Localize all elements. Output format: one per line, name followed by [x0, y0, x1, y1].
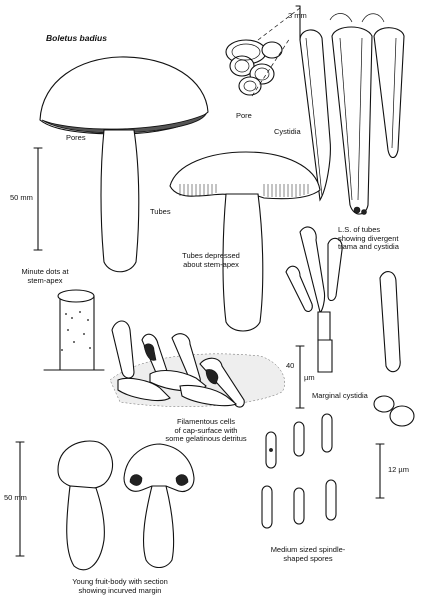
label-40-unit: µm	[304, 373, 315, 382]
spores	[261, 413, 337, 529]
label-young-fruit-body: Young fruit-body with section showing in…	[72, 577, 168, 595]
scale-bar-12um	[375, 443, 385, 499]
label-40: 40	[286, 361, 295, 370]
scale-bar-50mm-bottom	[15, 441, 25, 557]
label-spores: Medium sized spindle- shaped spores	[270, 545, 346, 563]
label-minute-dots: Minute dots at stem-apex	[21, 267, 69, 285]
label-tubes: Tubes	[150, 207, 171, 216]
pore-detail	[225, 7, 301, 97]
label-3mm: 3 mm	[288, 11, 307, 20]
scale-bar-50mm-top	[33, 147, 43, 251]
label-pore: Pore	[236, 111, 252, 120]
stem-apex	[43, 289, 105, 371]
label-tubes-depressed: Tubes depressed about stem-apex	[182, 251, 240, 269]
label-ls-tubes: L.S. of tubes showing divergent trama an…	[338, 225, 399, 252]
label-50mm-top: 50 mm	[10, 193, 33, 202]
filamentous-cells	[109, 320, 285, 408]
label-12um: 12 µm	[388, 465, 409, 474]
figure-title: Boletus badius	[46, 33, 107, 43]
tube-section	[295, 5, 405, 215]
label-50mm-bottom: 50 mm	[4, 493, 27, 502]
young-fruit-body-section	[123, 443, 195, 569]
mushroom-section	[169, 151, 321, 332]
scale-bar-40um	[295, 345, 305, 409]
label-filamentous: Filamentous cells of cap-surface with so…	[165, 417, 247, 444]
young-fruit-body	[57, 440, 114, 571]
label-marginal-cystidia: Marginal cystidia	[312, 391, 368, 400]
marginal-cystidia	[285, 226, 415, 427]
label-pores: Pores	[66, 133, 86, 142]
mushroom-mature	[39, 56, 209, 273]
label-cystidia-top: Cystidia	[274, 127, 301, 136]
